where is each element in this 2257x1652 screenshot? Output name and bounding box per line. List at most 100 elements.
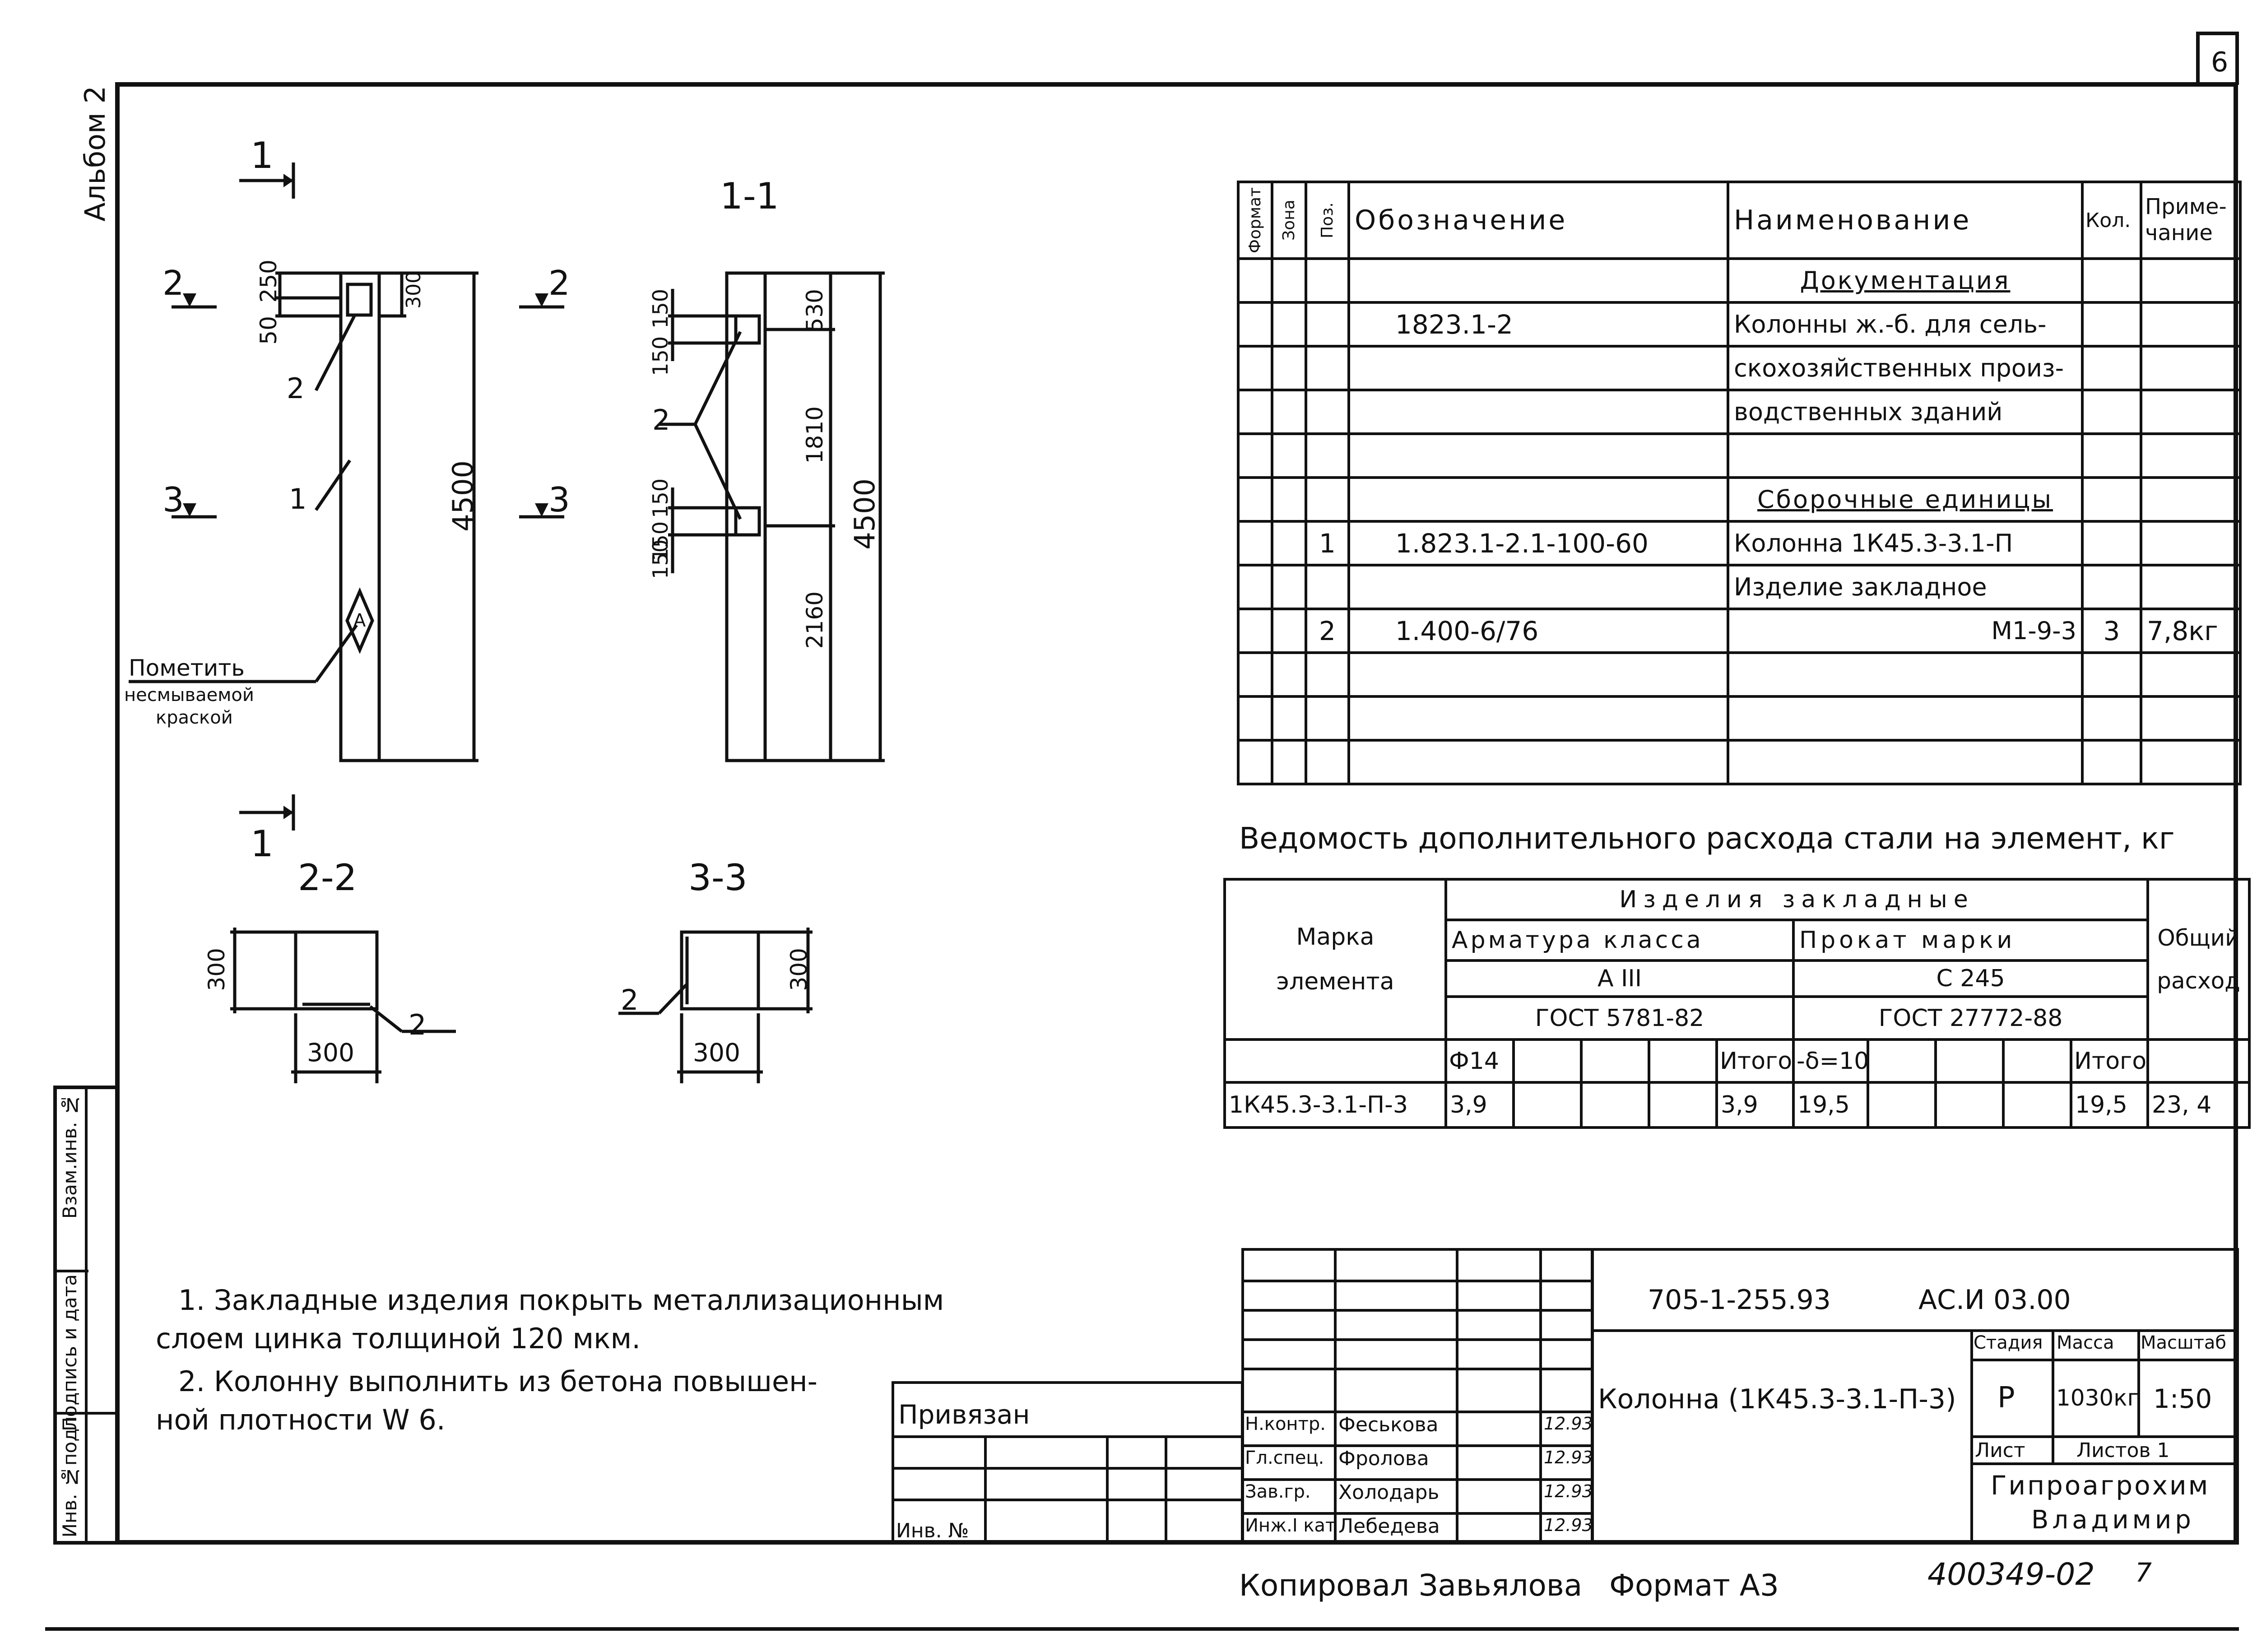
spec-cell [1271,476,1307,523]
spec-cell [1347,651,1729,698]
steel-value-cell [1934,1081,2005,1129]
steel-subheader: Итого [2069,1038,2150,1084]
steel-subheader: Итого [1715,1038,1795,1084]
spec-header-cell: Приме-чание [2140,181,2242,260]
steel-value-cell [1580,1081,1650,1129]
spec-cell: 1823.1-2 [1347,301,1729,348]
note-2: 2. Колонну выполнить из бетона повышен- [178,1365,818,1398]
dim-300-elev: 300 [402,271,425,309]
spec-cell: водственных зданий [1727,389,2084,435]
spec-cell: Документация [1727,257,2084,304]
spec-header-cell: Зона [1272,182,1306,259]
dim-50: 50 [255,316,282,345]
page-number-box: 6 [2196,32,2239,85]
spec-cell: Сборочные единицы [1727,476,2084,523]
page-number: 6 [2211,46,2229,78]
spec-cell [2140,695,2242,742]
spec-cell [1347,476,1729,523]
note-1-cont: слоем цинка толщиной 120 мкм. [156,1322,641,1355]
rolled-gost: ГОСТ 27772-88 [1792,995,2150,1041]
spec-cell [1237,389,1273,435]
format-label: Формат А3 [1609,1568,1779,1603]
spec-cell [1727,695,2084,742]
mark-header-line2: элемента [1276,968,1394,995]
spec-row [1237,432,2242,479]
staff-date: 12.93 [1544,1515,1593,1535]
spec-cell [2140,257,2242,304]
spec-cell [1347,345,1729,391]
rolled-header: Прокат марки [1792,919,2150,962]
staff-role: Инж.I кат [1245,1515,1336,1536]
dim-150-a: 150 [648,289,673,329]
spec-row: скохозяйственных произ- [1237,345,2242,391]
rebar-class: А III [1444,959,1795,998]
privyazan-label: Привязан [898,1399,1030,1430]
spec-cell [2081,739,2142,785]
steel-subheader [1512,1038,1583,1084]
spec-cell [1305,695,1350,742]
note-1: 1. Закладные изделия покрыть металлизаци… [178,1284,944,1317]
staff-name: Холодарь [1338,1481,1440,1504]
staff-role: Зав.гр. [1245,1481,1311,1502]
element-name: Колонна (1К45.3-3.1-П-3) [1598,1383,1956,1415]
spec-row [1237,651,2242,698]
spec-cell: 1.400-6/76 [1347,608,1729,654]
spec-cell [2081,564,2142,610]
spec-cell [2081,257,2142,304]
cut-mark-bottom: 1 [251,823,274,865]
spec-cell [2081,301,2142,348]
dim-250: 250 [255,260,282,303]
steel-value-cell [1648,1081,1718,1129]
spec-cell [2140,389,2242,435]
spec-cell [2081,345,2142,391]
dim-1810: 1810 [802,406,828,464]
spec-cell [1271,389,1307,435]
spec-cell [1347,432,1729,479]
spec-cell [1237,301,1273,348]
dim-300-33-v: 300 [786,948,812,991]
steel-value-cell: 3,9 [1444,1081,1515,1129]
archive-suffix: 7 [2135,1557,2152,1588]
cut-2-right-label: 2 [548,263,570,303]
spec-cell [1305,476,1350,523]
paint-note-3: краской [156,707,233,728]
spec-cell [1237,739,1273,785]
steel-subheader [1648,1038,1718,1084]
steel-value-cell: 19,5 [2069,1081,2150,1129]
steel-value-cell: 1К45.3-3.1-П-3 [1223,1081,1447,1129]
scale-value: 1:50 [2153,1383,2212,1414]
spec-cell [2140,432,2242,479]
spec-cell [1237,257,1273,304]
cut-mark-top: 1 [251,135,274,176]
mark-a-label: А [353,610,366,631]
dim-530: 530 [802,289,828,332]
spec-cell [1271,520,1307,566]
staff-role: Н.контр. [1245,1414,1326,1434]
doc-code: 705-1-255.93 [1648,1284,1831,1316]
pos-2-section-label: 2 [652,404,670,436]
rebar-header: Арматура класса [1444,919,1795,962]
mark-header: Марка элемента [1223,878,1447,1041]
staff-name: Лебедева [1338,1515,1440,1538]
spec-cell [1727,739,2084,785]
dim-150-c: 150 [648,478,673,518]
spec-cell: скохозяйственных произ- [1727,345,2084,391]
copied-by: Копировал Завьялова [1239,1568,1583,1603]
steel-subheader [1934,1038,2005,1084]
spec-row: Документация [1237,257,2242,304]
dim-300-22-v: 300 [204,948,230,991]
cut-3-right-label: 3 [548,480,570,520]
dim-4500-elev: 4500 [446,460,479,532]
spec-cell [2081,695,2142,742]
spec-cell [1237,432,1273,479]
section-2-2-title: 2-2 [298,857,357,899]
staff-name: Феськова [1338,1413,1439,1436]
spec-header-cell: Формат [1238,182,1272,259]
spec-cell [1237,608,1273,654]
staff-name: Фролова [1338,1447,1429,1470]
stage-value: Р [1997,1381,2015,1415]
spec-header-cell: Поз. [1306,182,1349,259]
spec-cell [1305,564,1350,610]
